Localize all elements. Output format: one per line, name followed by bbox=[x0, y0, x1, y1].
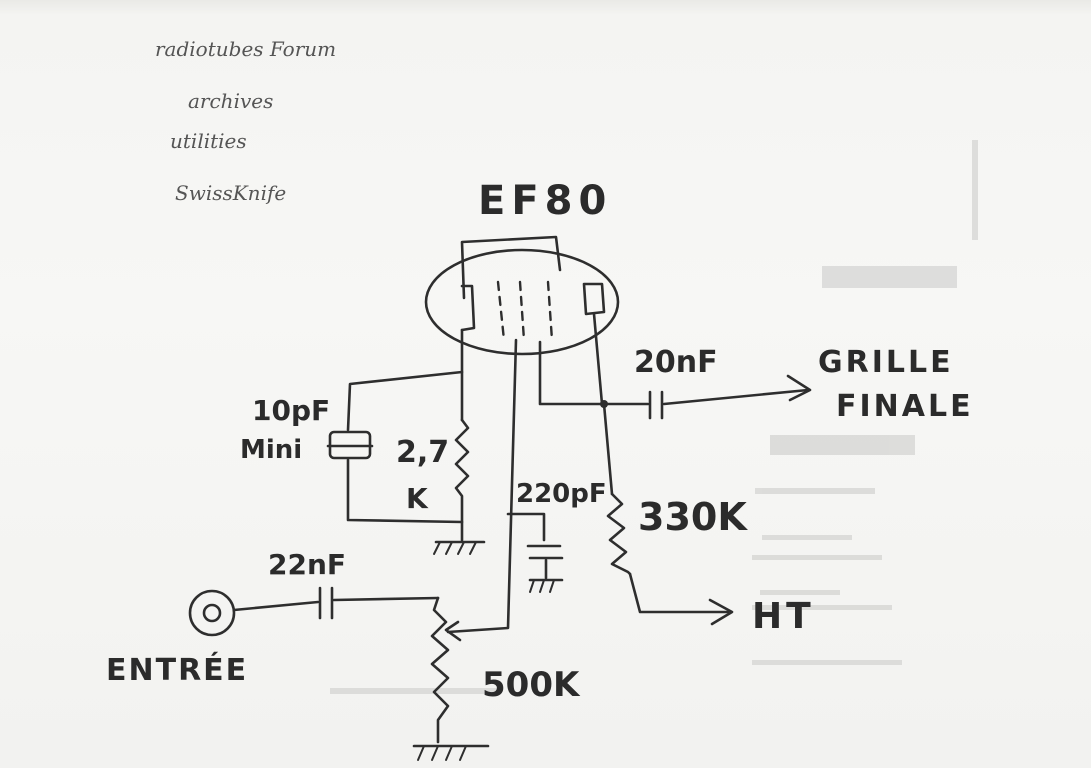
note-swissknife: SwissKnife bbox=[175, 181, 286, 205]
label-330k: 330K bbox=[638, 495, 748, 539]
note-utilities: utilities bbox=[170, 129, 247, 153]
label-20nf: 20nF bbox=[634, 345, 718, 380]
resistor-plate bbox=[606, 492, 632, 576]
paper-top-edge bbox=[0, 0, 1091, 14]
label-entree: ENTRÉE bbox=[106, 652, 248, 688]
label-10pf: 10pF bbox=[252, 394, 330, 427]
note-forum: radiotubes Forum bbox=[155, 37, 336, 61]
label-cathode-resistor-value: 2,7 bbox=[396, 435, 449, 470]
input-jack-icon bbox=[188, 589, 236, 637]
label-mini: Mini bbox=[240, 435, 302, 465]
arrow-to-ht-icon bbox=[708, 598, 734, 626]
ground-cathode-icon bbox=[433, 540, 486, 555]
label-finale: FINALE bbox=[836, 389, 974, 424]
label-500k: 500K bbox=[482, 665, 581, 705]
capacitor-220pf bbox=[526, 544, 564, 580]
ground-screen-icon bbox=[528, 578, 564, 593]
label-grille: GRILLE bbox=[818, 345, 954, 380]
note-archives: archives bbox=[188, 89, 273, 113]
resistor-cathode bbox=[454, 418, 470, 542]
capacitor-20nf bbox=[648, 390, 664, 420]
tube-name: EF80 bbox=[478, 178, 612, 224]
label-220pf: 220pF bbox=[516, 479, 607, 509]
arrow-to-final-grid-icon bbox=[786, 374, 812, 402]
label-ht: HT bbox=[752, 596, 815, 637]
tube-ef80 bbox=[424, 235, 620, 356]
label-22nf: 22nF bbox=[268, 548, 346, 581]
show-through-marks bbox=[330, 140, 978, 694]
capacitor-10pf bbox=[326, 430, 374, 460]
potentiometer-500k bbox=[430, 596, 450, 744]
label-cathode-resistor-unit: K bbox=[406, 482, 429, 515]
capacitor-22nf bbox=[318, 586, 334, 620]
ground-pot-icon bbox=[412, 744, 490, 761]
